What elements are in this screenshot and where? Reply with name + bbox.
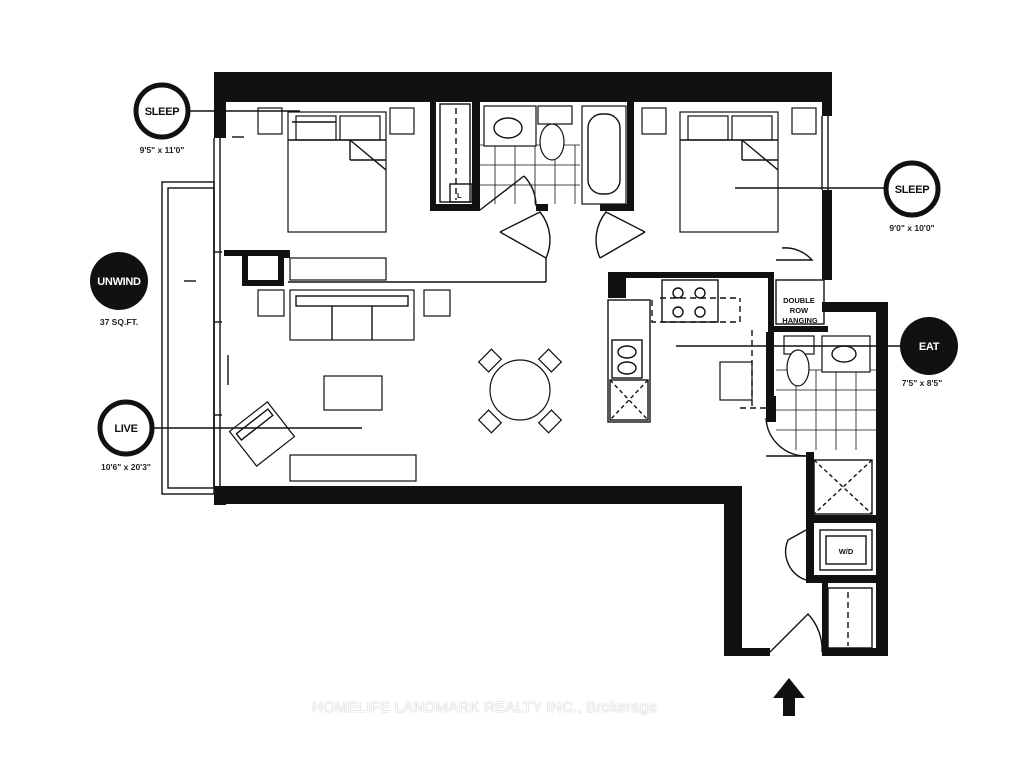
svg-text:LIVE: LIVE bbox=[114, 423, 137, 435]
bedroom-2-furniture bbox=[641, 107, 817, 261]
label-live: LIVE 10'6" x 20'3" bbox=[97, 399, 155, 472]
bathroom-1 bbox=[479, 105, 627, 211]
arrow-up-icon bbox=[773, 678, 805, 716]
sleep-1-dims: 9'5" x 11'0" bbox=[140, 145, 185, 155]
svg-text:UNWIND: UNWIND bbox=[97, 276, 141, 288]
leader-lines bbox=[150, 110, 906, 429]
linen-label: L bbox=[457, 191, 462, 200]
label-unwind: UNWIND 37 SQ.FT. bbox=[90, 252, 148, 327]
hall-doors bbox=[288, 211, 646, 283]
interior-walls bbox=[224, 100, 878, 655]
svg-text:SLEEP: SLEEP bbox=[895, 184, 930, 196]
watermark: HOMELIFE LANDMARK REALTY INC., Brokerage bbox=[312, 699, 658, 716]
balcony bbox=[161, 138, 229, 495]
linen-closet: L bbox=[439, 103, 473, 203]
dining-table bbox=[477, 348, 563, 434]
label-sleep-2: SLEEP 9'0" x 10'0" bbox=[883, 160, 941, 233]
washer-dryer-label: W/D bbox=[839, 547, 854, 556]
bathroom-2 bbox=[765, 335, 876, 515]
washer-dryer: W/D bbox=[785, 529, 873, 581]
exterior-walls bbox=[214, 72, 888, 656]
bedroom-1-furniture bbox=[232, 107, 415, 233]
living-furniture bbox=[228, 257, 451, 482]
live-dims: 10'6" x 20'3" bbox=[101, 462, 151, 472]
closet-label: DOUBLE ROW HANGING bbox=[782, 296, 818, 325]
entry-closet bbox=[769, 587, 873, 653]
label-eat: EAT 7'5" x 8'5" bbox=[900, 317, 958, 388]
label-sleep-1: SLEEP 9'5" x 11'0" bbox=[133, 82, 191, 155]
window-right bbox=[821, 116, 829, 190]
kitchen bbox=[607, 279, 768, 423]
svg-text:SLEEP: SLEEP bbox=[145, 106, 180, 118]
sleep-2-dims: 9'0" x 10'0" bbox=[889, 223, 934, 233]
eat-dims: 7'5" x 8'5" bbox=[902, 378, 942, 388]
unwind-dims: 37 SQ.FT. bbox=[100, 317, 138, 327]
closet-double-row: DOUBLE ROW HANGING bbox=[775, 279, 825, 325]
svg-text:EAT: EAT bbox=[919, 341, 940, 353]
